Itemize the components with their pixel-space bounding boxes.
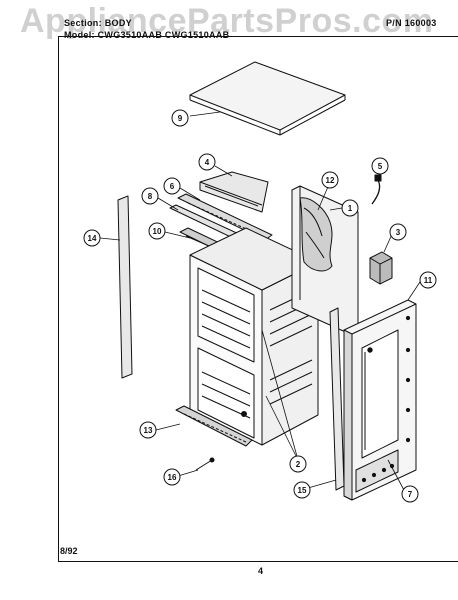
section-label: Section: BODY bbox=[64, 18, 132, 28]
callout-3: 3 bbox=[389, 223, 407, 241]
callout-12: 12 bbox=[321, 171, 339, 189]
part-vent-duct bbox=[199, 171, 269, 213]
footer-date: 8/92 bbox=[60, 546, 78, 556]
callout-8: 8 bbox=[141, 187, 159, 205]
svg-text:4: 4 bbox=[205, 158, 210, 167]
model-label-text: Model: bbox=[64, 30, 95, 40]
part-bottom-trim bbox=[175, 405, 253, 447]
part-front-panel-assembly bbox=[343, 299, 417, 501]
model-label: Model: CWG3510AAB CWG1510AAB bbox=[64, 30, 229, 40]
watermark-text: AppliancePartsPros.com bbox=[20, 2, 434, 40]
part-top-panel bbox=[189, 61, 346, 136]
footer-page-number: 4 bbox=[258, 566, 264, 576]
callout-6: 6 bbox=[163, 177, 181, 195]
svg-text:7: 7 bbox=[408, 490, 413, 499]
svg-text:16: 16 bbox=[168, 473, 177, 482]
callout-13: 13 bbox=[139, 421, 157, 439]
svg-text:6: 6 bbox=[170, 182, 175, 191]
callout-7: 7 bbox=[401, 485, 419, 503]
callout-16: 16 bbox=[163, 468, 181, 486]
svg-text:8: 8 bbox=[148, 192, 153, 201]
svg-text:9: 9 bbox=[178, 114, 183, 123]
part-junction-box bbox=[369, 251, 393, 285]
callout-9: 9 bbox=[171, 109, 189, 127]
part-screw bbox=[195, 457, 215, 471]
svg-text:11: 11 bbox=[424, 276, 433, 285]
callout-4: 4 bbox=[198, 153, 216, 171]
svg-text:12: 12 bbox=[326, 176, 335, 185]
pn-value: 160003 bbox=[404, 18, 437, 28]
pn-label: P/N bbox=[386, 18, 402, 28]
part-number: P/N 160003 bbox=[386, 18, 437, 28]
part-insulation bbox=[299, 197, 333, 272]
callout-2: 2 bbox=[289, 455, 307, 473]
page-frame bbox=[58, 36, 458, 562]
svg-text:15: 15 bbox=[298, 486, 307, 495]
model-value: CWG3510AAB CWG1510AAB bbox=[97, 30, 230, 40]
svg-text:13: 13 bbox=[144, 426, 153, 435]
svg-text:10: 10 bbox=[153, 227, 162, 236]
callout-5: 5 bbox=[371, 157, 389, 175]
part-left-trim bbox=[117, 195, 133, 379]
part-power-cord bbox=[371, 174, 382, 205]
callout-14: 14 bbox=[83, 229, 101, 247]
section-value: BODY bbox=[104, 18, 132, 28]
svg-text:14: 14 bbox=[88, 234, 97, 243]
callout-11: 11 bbox=[419, 271, 437, 289]
svg-text:1: 1 bbox=[348, 204, 353, 213]
callout-1: 1 bbox=[341, 199, 359, 217]
section-label-text: Section: bbox=[64, 18, 102, 28]
callout-15: 15 bbox=[293, 481, 311, 499]
svg-text:3: 3 bbox=[396, 228, 401, 237]
part-right-trim bbox=[329, 307, 345, 491]
svg-text:2: 2 bbox=[296, 460, 301, 469]
callout-10: 10 bbox=[148, 222, 166, 240]
callouts: 9 4 6 8 10 1 12 5 3 11 14 13 16 2 15 7 bbox=[83, 109, 437, 503]
svg-text:5: 5 bbox=[378, 162, 383, 171]
